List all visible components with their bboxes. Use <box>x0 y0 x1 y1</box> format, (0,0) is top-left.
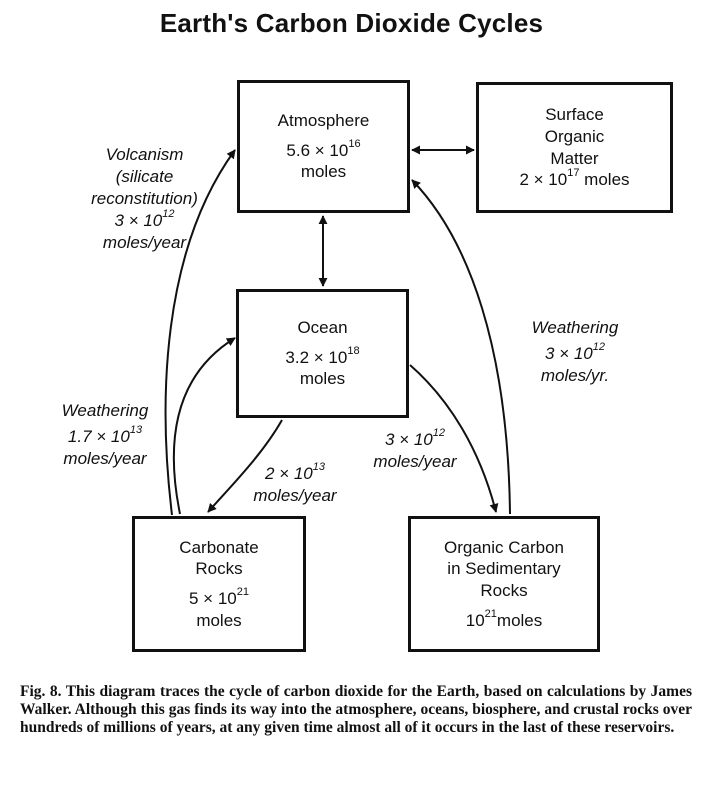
carbonate-amount: 5 × 10 <box>189 589 237 608</box>
weathering-left-exponent: 13 <box>129 424 143 437</box>
surface-exponent: 17 <box>567 167 580 180</box>
weathering-left-line1: Weathering <box>61 401 149 420</box>
carbonate-unit: moles <box>196 610 242 630</box>
ocean-to-organic-exponent: 12 <box>432 427 445 439</box>
weathering-left-label: Weathering 1.7 × 1013 moles/year <box>40 400 170 470</box>
carbonate-line2: Rocks <box>195 559 243 579</box>
ocean-to-carbonate-arrow <box>207 419 283 513</box>
ocean-box: Ocean 3.2 × 1018 moles <box>236 289 409 418</box>
ocean-label: Ocean <box>297 317 348 337</box>
ocean-to-carbonate-exponent: 13 <box>312 461 325 473</box>
organic-amount: 10 <box>465 610 485 630</box>
ocean-amount: 3.2 × 10 <box>285 347 348 367</box>
surface-amount: 2 × 10 <box>519 170 568 190</box>
weathering-right-line1: Weathering <box>531 318 619 337</box>
surface-unit: moles <box>579 170 630 190</box>
weathering-left-arrow <box>172 337 236 515</box>
weathering-right-rate: 3 × 10 <box>545 344 593 364</box>
volcanism-line2: (silicate <box>115 167 174 187</box>
organic-line1: Organic Carbon <box>443 537 564 557</box>
weathering-right-unit: moles/yr. <box>540 366 610 386</box>
diagram-title: Earth's Carbon Dioxide Cycles <box>159 8 544 38</box>
volcanism-rate: 3 × 10 <box>114 211 163 231</box>
atmosphere-unit: moles <box>300 162 347 182</box>
weathering-right-label: Weathering 3 × 1012 moles/yr. <box>510 317 640 387</box>
weathering-right-exponent: 12 <box>592 341 605 354</box>
ocean-to-organic-label: 3 × 1012 moles/year <box>355 427 475 473</box>
volcanism-line1: Volcanism <box>105 145 184 164</box>
ocean-to-carbonate-label: 2 × 1013 moles/year <box>235 461 355 507</box>
carbonate-exponent: 21 <box>236 586 249 598</box>
surface-line1: Surface <box>545 105 604 124</box>
atmosphere-box: Atmosphere 5.6 × 1016 moles <box>237 80 410 213</box>
weathering-left-rate: 1.7 × 10 <box>67 427 130 447</box>
atmosphere-exponent: 16 <box>348 137 361 150</box>
organic-exponent: 21 <box>484 607 497 620</box>
ocean-exponent: 18 <box>347 344 360 357</box>
volcanism-exponent: 12 <box>162 208 175 221</box>
organic-unit: moles <box>496 610 543 630</box>
carbonate-line1: Carbonate <box>179 537 259 557</box>
ocean-to-organic-arrow <box>409 364 499 513</box>
surface-organic-matter-box: Surface Organic Matter 2 × 1017 moles <box>476 82 673 213</box>
ocean-to-organic-unit: moles/year <box>373 452 457 472</box>
ocean-to-carbonate-unit: moles/year <box>253 486 337 506</box>
surface-line3: Matter <box>550 148 599 168</box>
carbonate-rocks-box: Carbonate Rocks 5 × 1021 moles <box>132 516 306 652</box>
weathering-left-unit: moles/year <box>63 449 147 469</box>
atmosphere-label: Atmosphere <box>277 110 370 130</box>
weathering-right-arrow <box>411 179 511 515</box>
volcanism-label: Volcanism (silicate reconstitution) 3 × … <box>62 144 227 254</box>
volcanism-unit: moles/year <box>102 233 187 253</box>
organic-line3: Rocks <box>480 581 528 600</box>
organic-carbon-box: Organic Carbon in Sedimentary Rocks 1021… <box>408 516 600 652</box>
surface-line2: Organic <box>544 126 605 146</box>
figure-caption: Fig. 8. This diagram traces the cycle of… <box>20 683 692 737</box>
ocean-unit: moles <box>299 369 346 389</box>
organic-line2: in Sedimentary <box>447 559 561 579</box>
atmosphere-amount: 5.6 × 10 <box>286 140 349 160</box>
ocean-to-organic-rate: 3 × 10 <box>385 430 433 449</box>
volcanism-arrow <box>164 149 236 516</box>
ocean-to-carbonate-rate: 2 × 10 <box>265 464 313 483</box>
volcanism-line3: reconstitution) <box>91 189 198 209</box>
